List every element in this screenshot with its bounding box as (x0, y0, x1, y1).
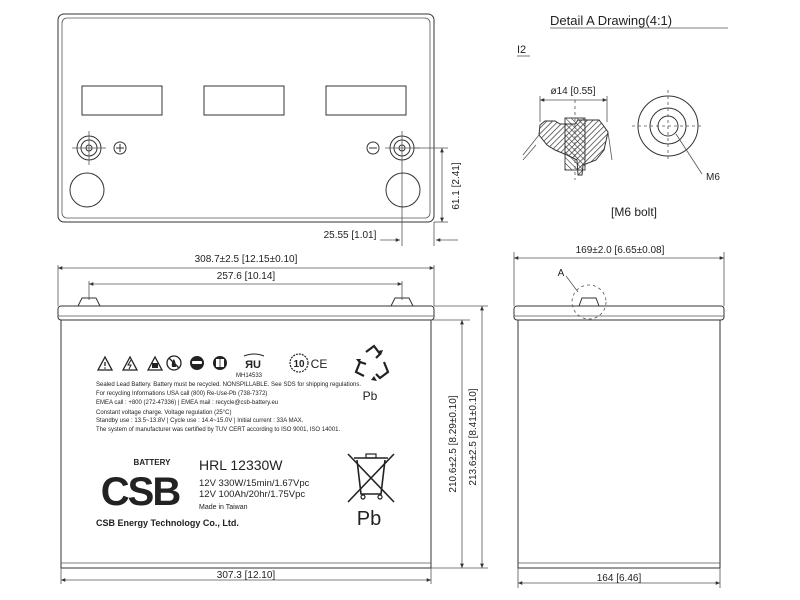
terminal-right-profile (390, 297, 414, 307)
brand-logo: CSB (101, 470, 181, 514)
made-in-text: Made in Taiwan (199, 504, 248, 511)
thread-label: M6 (706, 172, 720, 183)
detail-title: Detail A Drawing(4:1) (550, 13, 672, 28)
terminal-plan-view (632, 90, 704, 162)
company-name: CSB Energy Technology Co., Ltd. (96, 518, 239, 528)
recycle-icon (354, 344, 390, 381)
front-view: 308.7±2.5 [12.15±0.10] 257.6 [10.14] (57, 254, 488, 584)
terminal-section (522, 100, 613, 180)
brand-small: BATTERY (134, 458, 172, 467)
eye-protection-icon (190, 356, 204, 370)
bin-pb-text: Pb (357, 508, 381, 530)
ul-code: MH14533 (236, 373, 263, 379)
dim-container-width: 164 [6.46] (597, 573, 642, 584)
ten-year-badge-icon: 10 (289, 353, 309, 373)
section-mark: I2 (517, 44, 526, 56)
vent-window-left (81, 85, 163, 116)
warning-line: Constant voltage charge. Voltage regulat… (96, 410, 231, 416)
svg-text:ЯU: ЯU (245, 359, 261, 371)
warning-line: Standby use : 13.5~13.8V | Cycle use : 1… (96, 418, 304, 424)
terminal-left (72, 131, 106, 165)
dim-diameter: ø14 [0.55] (550, 86, 595, 97)
dim-container-length: 307.3 [12.10] (217, 570, 276, 581)
side-terminal (578, 297, 600, 307)
lid (57, 305, 435, 321)
warning-line: For recycling Informations USA call (800… (96, 391, 267, 397)
vent-window-middle (203, 85, 285, 116)
dim-overall-width: 169±2.0 [6.65±0.08] (576, 245, 665, 256)
minus-icon (366, 141, 380, 155)
dim-overall-length: 308.7±2.5 [12.15±0.10] (195, 254, 298, 265)
container-body (60, 319, 432, 569)
no-fire-icon (166, 355, 182, 371)
dim-top-offset: 25.55 [1.01] (324, 230, 377, 241)
vent-window-right (325, 85, 407, 116)
handle-hole-left (69, 172, 105, 208)
model-name: HRL 12330W (199, 457, 283, 473)
recycle-pb-text: Pb (363, 389, 378, 403)
read-manual-icon (213, 356, 227, 370)
warning-icon (96, 355, 114, 371)
terminal-left-profile (77, 297, 101, 307)
spec-line-1: 12V 330W/15min/1.67Vpc (199, 478, 310, 489)
top-view: 61.1 [2.41] 25.55 [1.01] (57, 13, 462, 246)
warning-line: The system of manufacturer was certified… (96, 427, 340, 433)
dim-container-height: 210.6±2.5 [8.29±0.10] (448, 395, 459, 492)
side-view: 169±2.0 [6.65±0.08] A 164 [6.46] (513, 245, 725, 588)
detail-marker: A (558, 268, 565, 279)
ten-badge-text: 10 (293, 359, 305, 370)
bolt-caption: [M6 bolt] (611, 205, 657, 219)
corrosive-icon (146, 355, 164, 371)
handle-hole-right (385, 172, 421, 208)
plus-icon (113, 141, 127, 155)
side-body (517, 319, 721, 569)
dim-terminal-spacing: 257.6 [10.14] (217, 271, 276, 282)
warning-line: Sealed Lead Battery. Battery must be rec… (96, 382, 361, 388)
crossed-bin-icon (347, 453, 395, 503)
dim-total-height: 213.6±2.5 [8.41±0.10] (468, 388, 479, 485)
side-lid (513, 305, 725, 321)
detail-a: Detail A Drawing(4:1) I2 ø14 [0.55] M6 [… (517, 13, 728, 219)
spec-line-2: 12V 100Ah/20hr/1.75Vpc (199, 489, 305, 500)
ul-recognized-icon: ЯU MH14533 (236, 353, 265, 379)
electric-hazard-icon (121, 355, 139, 371)
top-view-outline (57, 13, 435, 223)
detail-a-circle (571, 284, 607, 320)
warning-line: EMEA call : +800 (272-47336) | EMEA mail… (96, 400, 278, 406)
dim-top-height: 61.1 [2.41] (451, 162, 462, 209)
ce-mark: CE (311, 357, 328, 371)
